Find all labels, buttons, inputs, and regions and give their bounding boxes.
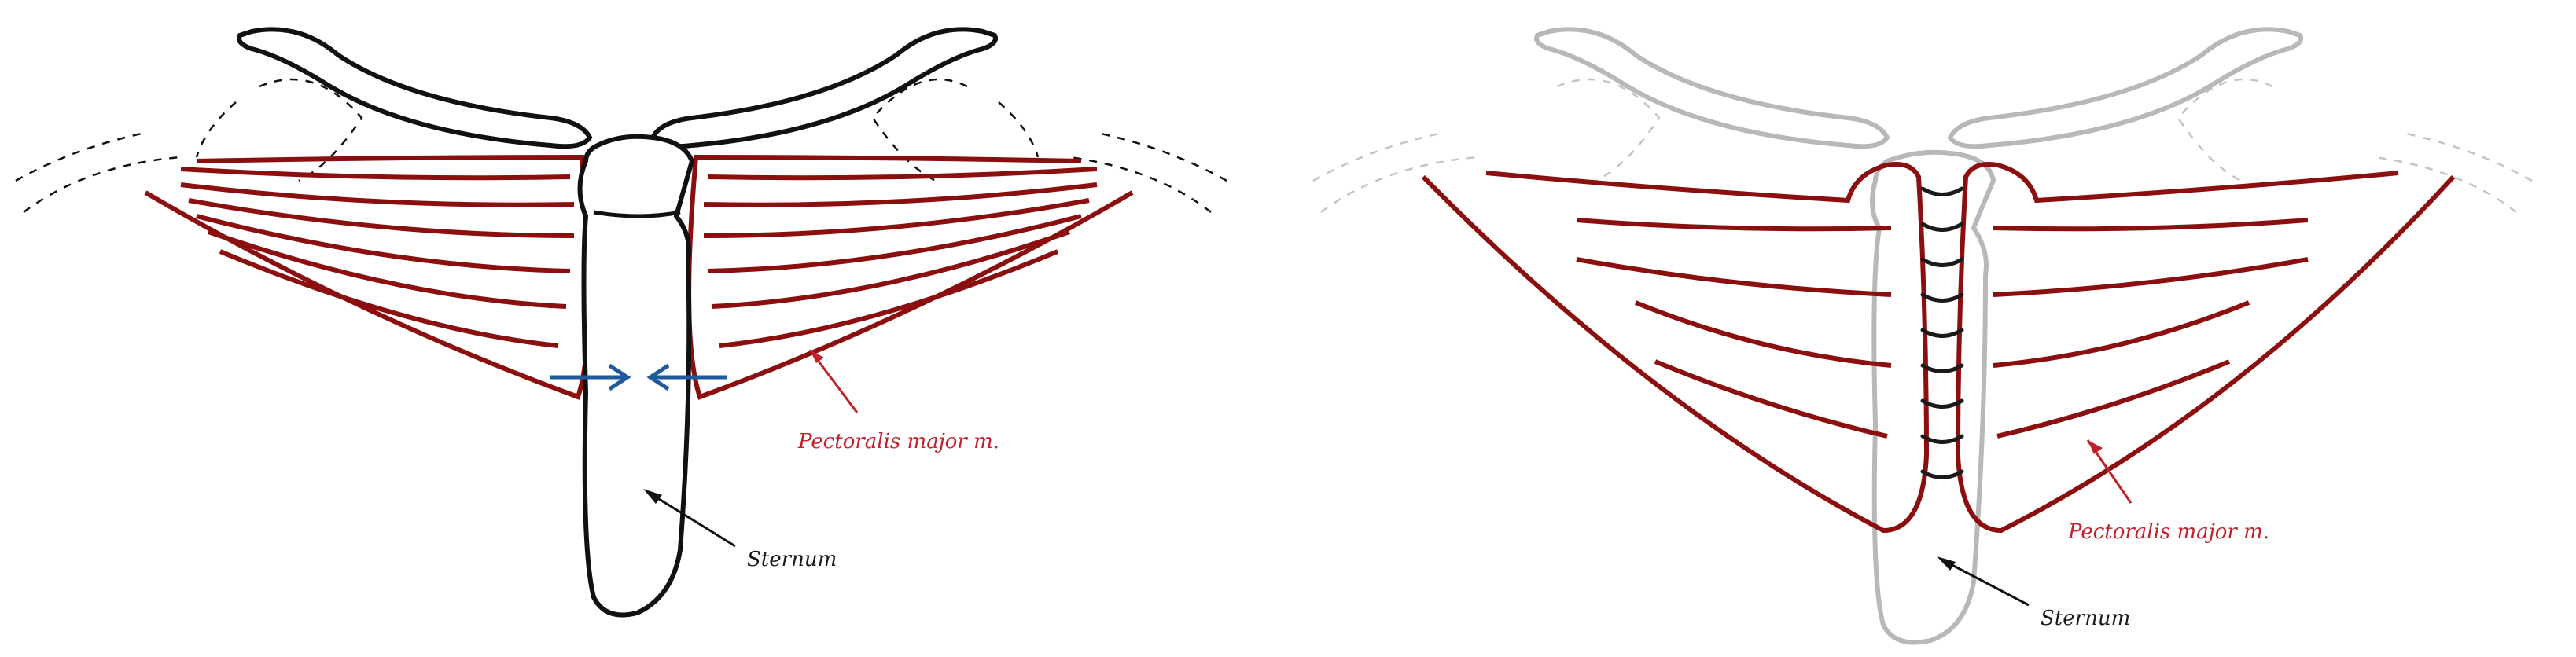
right-sternum-arrowhead bbox=[1937, 556, 1956, 571]
left-muscle-label: Pectoralis major m. bbox=[797, 430, 999, 453]
midline-sutures bbox=[1920, 186, 1964, 479]
suture-3 bbox=[1920, 257, 1964, 267]
suture-9 bbox=[1920, 469, 1964, 479]
right-clavicle-left bbox=[1534, 27, 1890, 149]
left-sternum-manubrium-line bbox=[593, 210, 681, 218]
left-clavicle-left bbox=[237, 27, 593, 149]
right-pectoralis-left bbox=[1421, 162, 1930, 534]
suture-7 bbox=[1920, 398, 1964, 409]
left-sternum-callout: Sternum bbox=[643, 489, 837, 571]
right-clavicle-right bbox=[1947, 27, 2303, 149]
suture-4 bbox=[1920, 292, 1964, 303]
right-sternum-label: Sternum bbox=[2041, 607, 2130, 630]
left-sternum-leader-line bbox=[652, 494, 736, 548]
suture-1 bbox=[1920, 186, 1964, 196]
approximation-arrows bbox=[550, 363, 727, 391]
right-sternum-leader-line bbox=[1945, 560, 2030, 607]
left-clavicle-right bbox=[650, 27, 998, 149]
left-sternum bbox=[577, 134, 695, 618]
left-muscle-callout: Pectoralis major m. bbox=[797, 349, 999, 453]
right-background-ribs bbox=[1312, 78, 2533, 214]
panel-before: Pectoralis major m. Sternum bbox=[15, 27, 1227, 618]
suture-8 bbox=[1920, 434, 1964, 444]
left-muscle-arrowhead bbox=[810, 350, 824, 363]
suture-5 bbox=[1920, 328, 1964, 338]
left-pectoralis-left bbox=[144, 154, 591, 400]
left-sternum-label: Sternum bbox=[747, 548, 837, 571]
right-muscle-arrowhead bbox=[2088, 440, 2103, 454]
right-pectoralis-right bbox=[1955, 162, 2456, 534]
left-pectoralis-right bbox=[686, 154, 1134, 400]
panel-after: Pectoralis major m. Sternum bbox=[1312, 27, 2533, 645]
left-background-ribs bbox=[15, 78, 1227, 214]
suture-2 bbox=[1920, 222, 1964, 232]
right-muscle-label: Pectoralis major m. bbox=[2067, 520, 2269, 544]
right-muscle-callout: Pectoralis major m. bbox=[2067, 439, 2269, 544]
suture-6 bbox=[1920, 363, 1964, 373]
right-sternum-callout: Sternum bbox=[1937, 556, 2130, 630]
left-sternum-arrowhead bbox=[643, 489, 662, 504]
